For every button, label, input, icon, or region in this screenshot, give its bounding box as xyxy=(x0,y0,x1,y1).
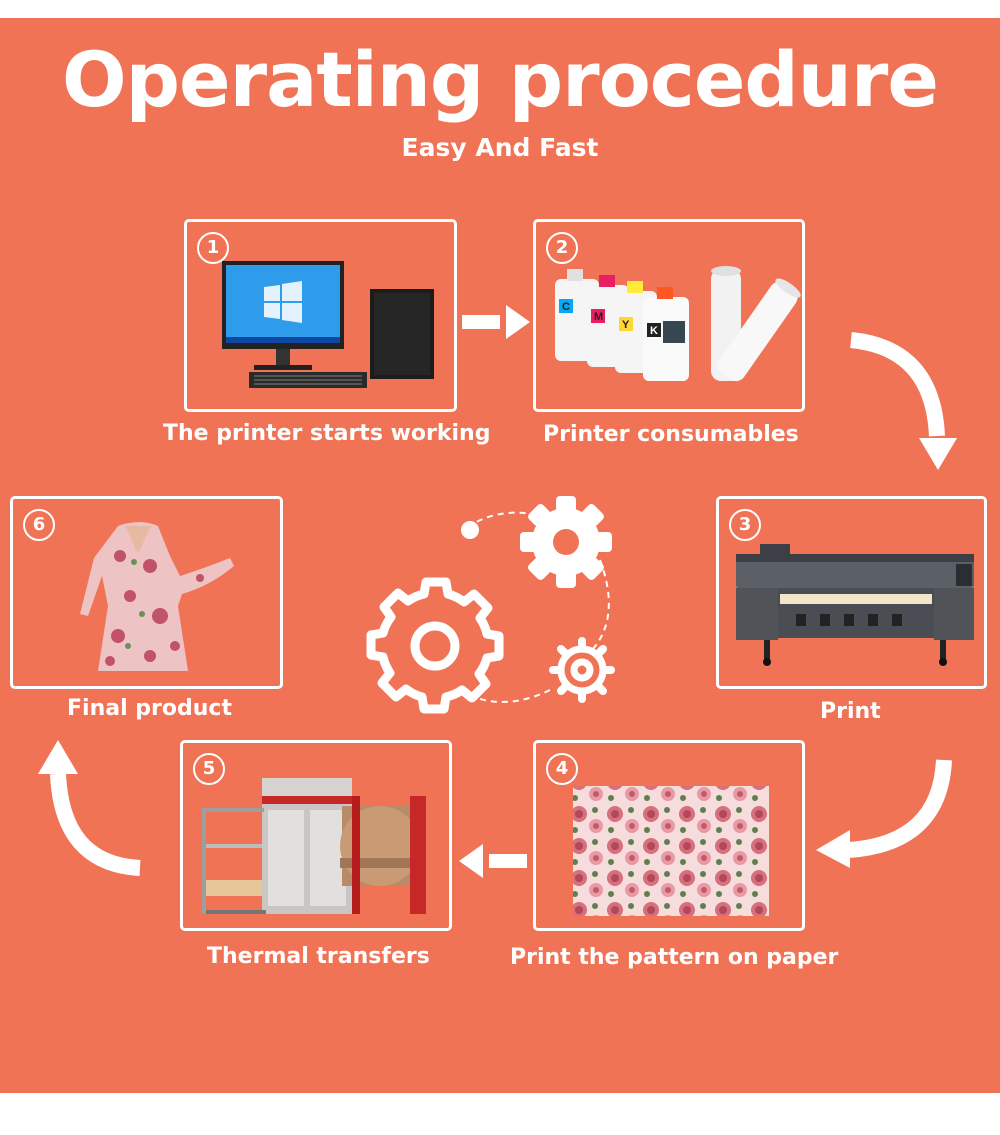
page-subtitle: Easy And Fast xyxy=(401,133,599,162)
ink-label-c: C xyxy=(562,301,570,313)
step-4-badge: 4 xyxy=(546,753,578,785)
step-2-badge: 2 xyxy=(546,232,578,264)
step-6-card: 6 xyxy=(10,496,283,689)
arrow-right-icon xyxy=(462,305,530,339)
curved-arrow-down-icon xyxy=(850,332,957,470)
ink-bottles-icon: C M Y K xyxy=(555,266,801,382)
step-6-badge: 6 xyxy=(23,509,55,541)
step-3-label: Print xyxy=(820,699,881,724)
floral-dress-icon xyxy=(80,522,234,671)
step-4-card: 4 xyxy=(533,740,805,931)
step-1-label: The printer starts working xyxy=(163,421,491,446)
curved-arrow-up-icon xyxy=(38,740,141,876)
page-title: Operating procedure xyxy=(62,35,939,124)
heat-press-machine-icon xyxy=(202,778,426,914)
step-4-label: Print the pattern on paper xyxy=(510,945,839,970)
step-5-label: Thermal transfers xyxy=(207,944,430,969)
step-3-card: 3 xyxy=(716,496,987,689)
step-6-label: Final product xyxy=(67,696,232,721)
step-2-label: Printer consumables xyxy=(543,422,799,447)
arrow-left-icon xyxy=(459,844,527,878)
curved-arrow-left-icon xyxy=(816,759,952,868)
step-1-badge: 1 xyxy=(197,232,229,264)
step-5-card: 5 xyxy=(180,740,452,931)
wide-format-printer-icon xyxy=(736,544,974,666)
floral-pattern-icon xyxy=(573,786,769,916)
gears-icon xyxy=(366,496,615,714)
ink-label-m: M xyxy=(594,311,603,323)
step-3-badge: 3 xyxy=(729,509,761,541)
ink-label-k: K xyxy=(650,325,658,337)
ink-label-y: Y xyxy=(622,319,630,331)
step-5-badge: 5 xyxy=(193,753,225,785)
computer-icon xyxy=(222,261,434,388)
step-1-card: 1 xyxy=(184,219,457,412)
step-2-card: 2 C M Y K xyxy=(533,219,805,412)
